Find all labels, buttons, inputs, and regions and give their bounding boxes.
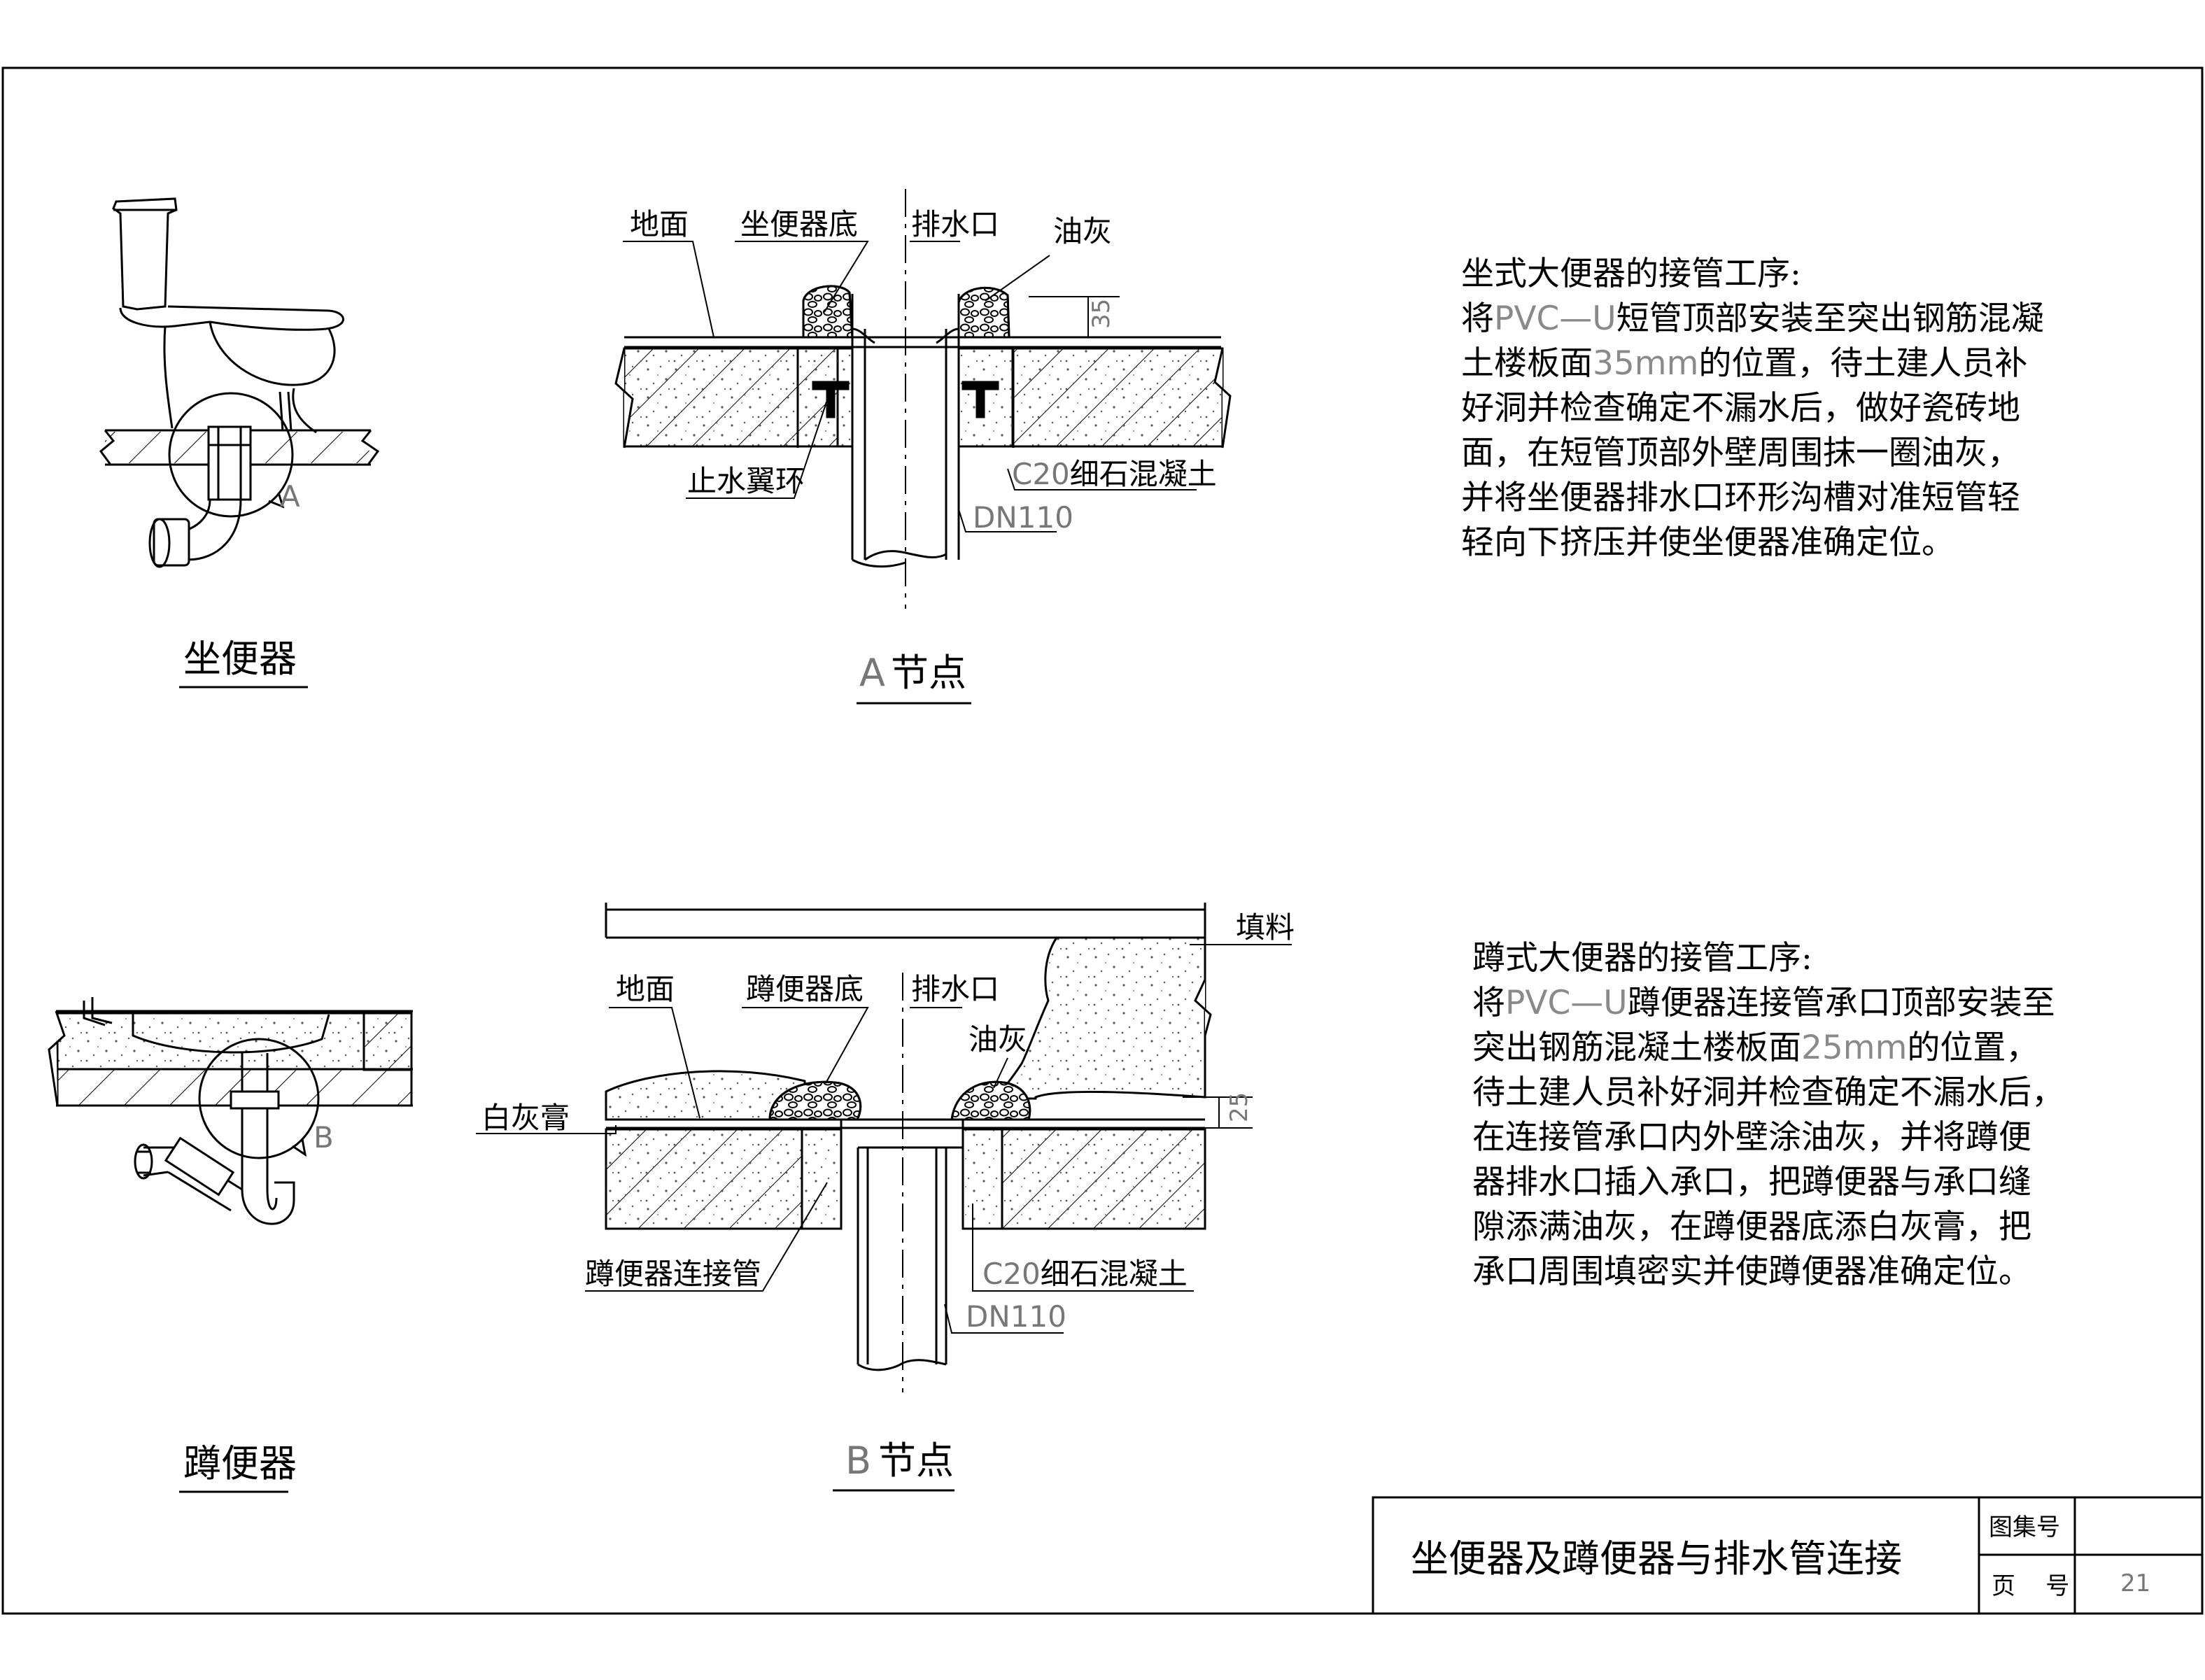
title-block-atlas-label: 图集号 bbox=[1989, 1513, 2060, 1541]
squat-illustration bbox=[48, 997, 413, 1225]
detail-b-concrete-code: C20 bbox=[982, 1257, 1041, 1291]
procedure-a-l1-g: PVC—U bbox=[1494, 299, 1616, 338]
title-block-title: 坐便器及蹲便器与排水管连接 bbox=[1411, 1537, 1902, 1581]
detail-b-label-squat-base: 蹲便器底 bbox=[746, 972, 864, 1006]
detail-b-title-letter: B bbox=[845, 1439, 871, 1483]
detail-b-title-rest: 节点 bbox=[878, 1439, 954, 1483]
procedure-a-line-6: 轻向下挤压并使坐便器准确定位。 bbox=[1461, 523, 1954, 562]
detail-b-label-connector: 蹲便器连接管 bbox=[585, 1257, 761, 1291]
procedure-a-heading: 坐式大便器的接管工序: bbox=[1461, 255, 1801, 293]
detail-b-dim: 25 bbox=[1225, 1092, 1253, 1122]
procedure-b-line-1: 将PVC—U蹲便器连接管承口顶部安装至 bbox=[1472, 981, 2064, 1026]
detail-a-label-ground: 地面 bbox=[630, 207, 689, 241]
procedure-a-l1-b: 短管顶部安装至突出钢筋混凝 bbox=[1616, 299, 2044, 338]
procedure-a-l1-a: 将 bbox=[1461, 299, 1494, 338]
procedure-b-l2-a: 突出钢筋混凝土楼板面 bbox=[1472, 1029, 1801, 1067]
procedure-a-line-1: 将PVC—U短管顶部安装至突出钢筋混凝 bbox=[1461, 297, 2044, 341]
detail-a-label-outlet: 排水口 bbox=[911, 207, 999, 241]
procedure-a-line-2: 土楼板面35mm的位置，待土建人员补 bbox=[1461, 341, 2044, 386]
detail-a-title-letter: A bbox=[859, 651, 885, 695]
procedure-a-line-5: 并将坐便器排水口环形沟槽对准短管轻 bbox=[1461, 479, 2020, 517]
procedure-a-l2-a: 土楼板面 bbox=[1461, 344, 1593, 383]
detail-a bbox=[614, 189, 1232, 609]
sheet-border bbox=[1, 66, 2204, 1615]
procedure-a-l2-g: 35mm bbox=[1593, 344, 1699, 383]
procedure-a-line-4: 面，在短管顶部外壁周围抹一圈油灰， bbox=[1461, 434, 2020, 472]
procedure-b-line-6: 隙添满油灰，在蹲便器底添白灰膏，把 bbox=[1472, 1208, 2031, 1246]
procedure-b-line-3: 待土建人员补好洞并检查确定不漏水后， bbox=[1472, 1073, 2064, 1112]
squat-marker: B bbox=[314, 1120, 334, 1155]
toilet-marker: A bbox=[280, 479, 300, 514]
detail-b-label-concrete: C20细石混凝土 bbox=[982, 1257, 1188, 1291]
procedure-b-l1-a: 将 bbox=[1472, 984, 1505, 1022]
procedure-b-heading: 蹲式大便器的接管工序: bbox=[1472, 939, 1812, 977]
detail-a-concrete-rest: 细石混凝土 bbox=[1070, 457, 1217, 491]
procedure-b-line-4: 在连接管承口内外壁涂油灰，并将蹲便 bbox=[1472, 1118, 2031, 1157]
detail-a-label-pipe: DN110 bbox=[973, 500, 1073, 535]
toilet-illustration bbox=[99, 197, 380, 568]
procedure-a: 坐式大便器的接管工序: 将PVC—U短管顶部安装至突出钢筋混凝土楼板面35mm的位… bbox=[1461, 207, 2044, 610]
procedure-b-l2-b: 的位置， bbox=[1907, 1029, 2039, 1067]
procedure-b-line-2: 突出钢筋混凝土楼板面25mm的位置， bbox=[1472, 1026, 2064, 1071]
detail-a-label-concrete: C20细石混凝土 bbox=[1012, 457, 1217, 491]
toilet-caption: 坐便器 bbox=[183, 637, 297, 681]
detail-b-label-filler: 填料 bbox=[1236, 910, 1295, 945]
detail-b-label-outlet: 排水口 bbox=[911, 972, 999, 1006]
procedure-b: 蹲式大便器的接管工序:将PVC—U蹲便器连接管承口顶部安装至突出钢筋混凝土楼板面… bbox=[1472, 891, 2064, 1339]
detail-b-label-lime: 白灰膏 bbox=[481, 1101, 570, 1135]
detail-b-concrete-rest: 细石混凝土 bbox=[1041, 1257, 1188, 1291]
detail-a-dim: 35 bbox=[1087, 299, 1115, 329]
procedure-b-line-5: 器排水口插入承口，把蹲便器与承口缝 bbox=[1472, 1163, 2031, 1201]
squat-caption: 蹲便器 bbox=[183, 1441, 297, 1485]
procedure-b-l2-g: 25mm bbox=[1801, 1029, 1908, 1067]
detail-b-label-pipe: DN110 bbox=[966, 1299, 1066, 1334]
procedure-a-l2-b: 的位置，待土建人员补 bbox=[1698, 344, 2028, 383]
detail-a-title-rest: 节点 bbox=[891, 651, 966, 695]
title-block bbox=[1372, 1496, 2204, 1615]
detail-b bbox=[476, 903, 1292, 1392]
detail-b-label-ground: 地面 bbox=[616, 972, 675, 1006]
procedure-b-l1-b: 蹲便器连接管承口顶部安装至 bbox=[1627, 984, 2055, 1022]
procedure-b-line-7: 承口周围填密实并使蹲便器准确定位。 bbox=[1472, 1252, 2031, 1291]
title-block-page-value: 21 bbox=[2120, 1569, 2150, 1597]
detail-b-label-putty: 油灰 bbox=[968, 1022, 1027, 1057]
procedure-a-line-3: 好洞并检查确定不漏水后，做好瓷砖地 bbox=[1461, 389, 2020, 428]
detail-a-concrete-code: C20 bbox=[1012, 457, 1070, 491]
detail-a-label-water-ring: 止水翼环 bbox=[687, 464, 805, 498]
procedure-b-l1-g: PVC—U bbox=[1505, 984, 1628, 1022]
detail-a-label-toilet-base: 坐便器底 bbox=[740, 207, 858, 241]
title-block-page-label: 页 号 bbox=[1992, 1572, 2069, 1600]
detail-a-label-putty: 油灰 bbox=[1053, 214, 1112, 248]
